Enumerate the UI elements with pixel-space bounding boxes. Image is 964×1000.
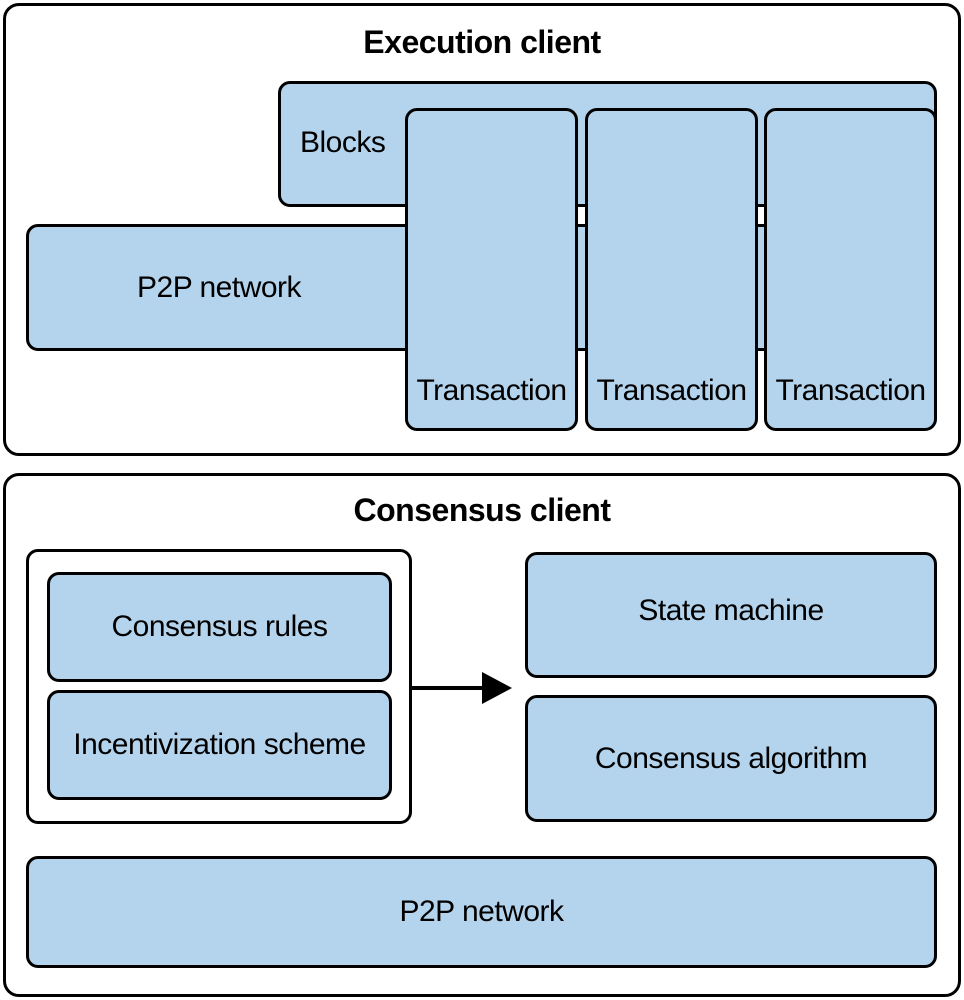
transaction-label: Transaction bbox=[775, 374, 926, 407]
transaction-label: Transaction bbox=[416, 374, 567, 407]
incentivization-scheme-box: Incentivization scheme bbox=[47, 690, 392, 800]
state-machine-label: State machine bbox=[638, 594, 824, 627]
blocks-label: Blocks bbox=[300, 126, 386, 159]
consensus-rules-box: Consensus rules bbox=[47, 572, 392, 682]
consensus-algorithm-label: Consensus algorithm bbox=[594, 741, 868, 775]
consensus-algorithm-box: Consensus algorithm bbox=[525, 695, 937, 822]
incentivization-scheme-label: Incentivization scheme bbox=[73, 728, 366, 761]
consensus-rules-label: Consensus rules bbox=[111, 610, 328, 643]
consensus-p2p-network-box: P2P network bbox=[26, 856, 937, 968]
state-machine-box: State machine bbox=[525, 552, 937, 678]
transaction-box: Transaction bbox=[585, 108, 758, 431]
execution-p2p-network-label: P2P network bbox=[137, 270, 302, 304]
consensus-p2p-network-label: P2P network bbox=[399, 895, 564, 928]
execution-client-title: Execution client bbox=[363, 24, 601, 60]
transaction-box: Transaction bbox=[764, 108, 937, 431]
arrow-head bbox=[482, 672, 512, 704]
transaction-box: Transaction bbox=[405, 108, 578, 431]
transaction-label: Transaction bbox=[596, 374, 747, 407]
flow-arrow bbox=[410, 672, 512, 704]
consensus-client-title: Consensus client bbox=[353, 492, 611, 528]
